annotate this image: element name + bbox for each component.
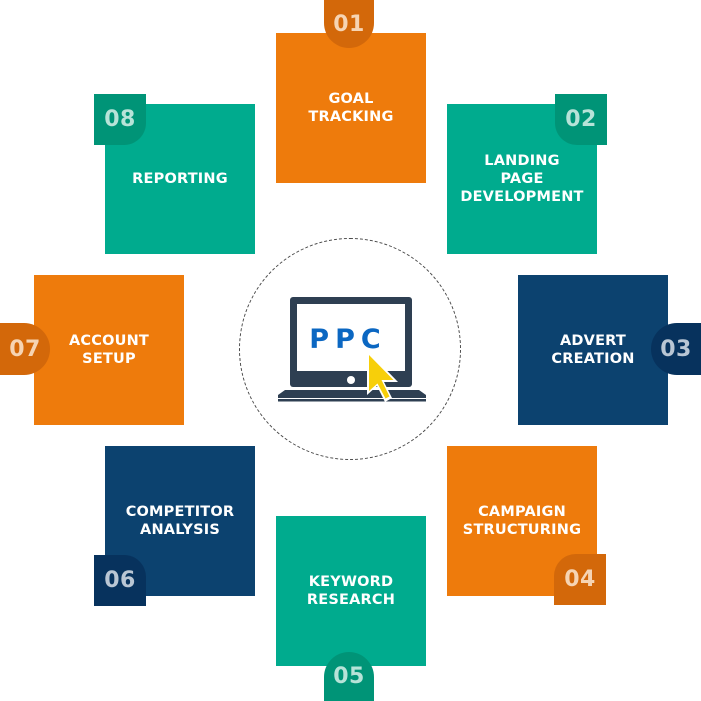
step-number-badge: 04 [554,554,606,605]
step-number: 02 [565,107,597,132]
step-number: 06 [104,568,136,593]
step-label: KEYWORD RESEARCH [306,574,396,608]
step-number: 08 [104,107,136,132]
step-goal-tracking: GOAL TRACKING [276,33,426,183]
step-number: 03 [660,336,692,362]
step-label: ACCOUNT SETUP [68,333,150,367]
step-label: REPORTING [132,171,228,187]
step-number-badge: 08 [94,94,146,145]
laptop-with-cursor-icon: PPC [276,294,428,420]
step-number-badge: 02 [555,94,607,145]
ppc-title: PPC [309,324,386,355]
step-label: CAMPAIGN STRUCTURING [462,504,582,538]
step-number: 04 [564,567,596,592]
step-number: 07 [9,336,41,362]
step-keyword-research: KEYWORD RESEARCH [276,516,426,666]
step-number-badge: 07 [0,323,50,375]
step-number-badge: 03 [651,323,701,375]
step-competitor-analysis: COMPETITOR ANALYSIS [105,446,255,596]
step-account-setup: ACCOUNT SETUP [34,275,184,425]
step-number-badge: 06 [94,555,146,606]
step-label: LANDING PAGE DEVELOPMENT [460,153,584,205]
step-label: GOAL TRACKING [308,91,394,125]
step-number-badge: 01 [324,0,374,48]
step-campaign-structuring: CAMPAIGN STRUCTURING [447,446,597,596]
step-number: 05 [333,664,365,689]
step-number: 01 [333,11,365,37]
step-advert-creation: ADVERT CREATION [518,275,668,425]
step-label: COMPETITOR ANALYSIS [125,504,235,538]
dashed-ring [239,238,461,460]
step-number-badge: 05 [324,652,374,701]
step-label: ADVERT CREATION [551,333,635,367]
